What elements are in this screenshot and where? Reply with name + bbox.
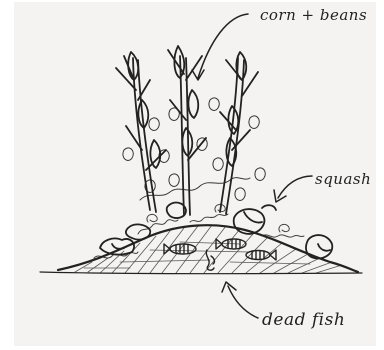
label-corn-beans: corn + beans	[260, 6, 367, 24]
corn-stalk-right	[220, 52, 258, 214]
arrow-corn-beans	[198, 14, 248, 78]
corn-stalk-left	[116, 52, 166, 212]
bean-vines	[123, 98, 265, 201]
arrow-dead-fish	[228, 286, 258, 318]
corn-stalks	[116, 46, 265, 215]
label-squash: squash	[315, 170, 371, 188]
mound	[40, 225, 362, 274]
annotation-arrows	[192, 14, 312, 318]
arrow-squash	[278, 176, 312, 198]
label-dead-fish: dead fish	[262, 310, 345, 330]
